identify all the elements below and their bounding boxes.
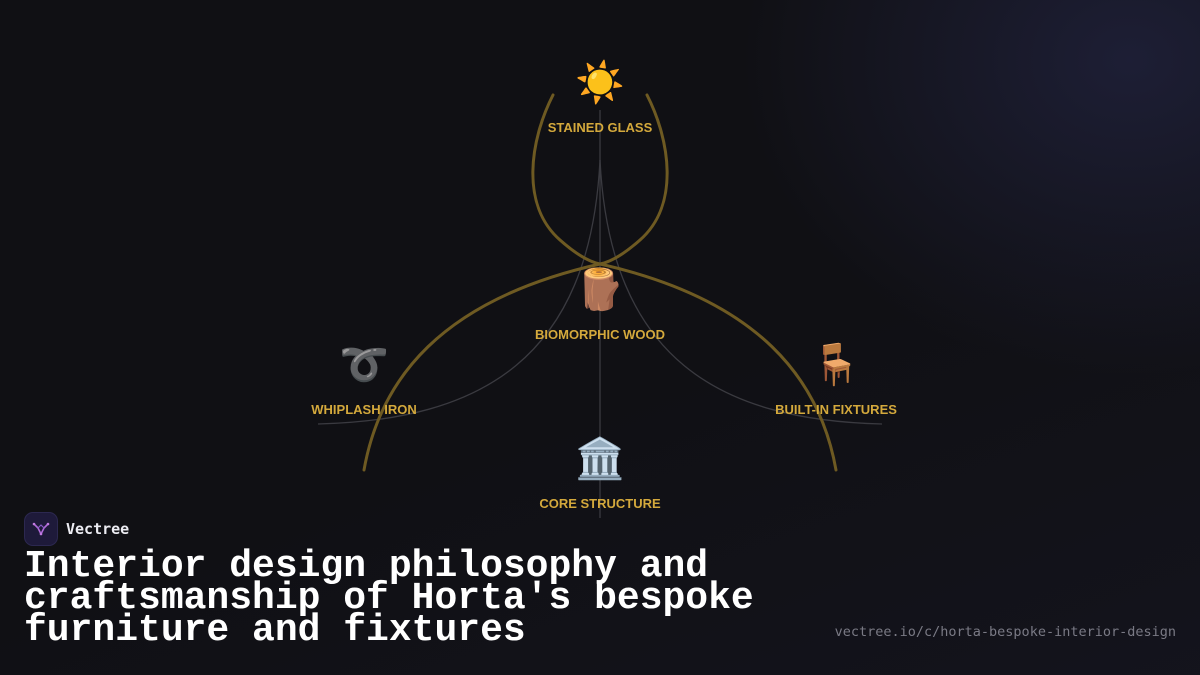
classical-building-icon: 🏛️ bbox=[575, 435, 625, 482]
node-biomorphic-wood[interactable]: 🪵 BIOMORPHIC WOOD bbox=[535, 266, 665, 342]
wood-log-icon: 🪵 bbox=[575, 266, 625, 313]
page-url[interactable]: vectree.io/c/horta-bespoke-interior-desi… bbox=[834, 624, 1176, 640]
concept-diagram: ☀️ STAINED GLASS 🪵 BIOMORPHIC WOOD ➰ WHI… bbox=[311, 58, 897, 518]
curly-loop-icon: ➰ bbox=[339, 342, 389, 388]
node-label: BUILT-IN FIXTURES bbox=[775, 402, 897, 417]
chair-icon: 🪑 bbox=[811, 341, 861, 388]
arc-right-sweep bbox=[598, 262, 838, 472]
brand[interactable]: Vectree bbox=[24, 512, 129, 546]
node-whiplash-iron[interactable]: ➰ WHIPLASH IRON bbox=[311, 342, 416, 417]
node-stained-glass[interactable]: ☀️ STAINED GLASS bbox=[548, 58, 653, 135]
page-title: Interior design philosophy and craftsman… bbox=[24, 545, 754, 652]
sun-icon: ☀️ bbox=[575, 58, 625, 106]
node-core-structure[interactable]: 🏛️ CORE STRUCTURE bbox=[539, 435, 661, 511]
node-built-in-fixtures[interactable]: 🪑 BUILT-IN FIXTURES bbox=[775, 341, 897, 417]
organic-arcs bbox=[362, 93, 838, 472]
node-label: BIOMORPHIC WOOD bbox=[535, 327, 665, 342]
vectree-logo-icon bbox=[24, 512, 58, 546]
arc-left-sweep bbox=[362, 262, 602, 472]
thread-right bbox=[599, 159, 883, 425]
node-label: CORE STRUCTURE bbox=[539, 496, 661, 511]
node-label: WHIPLASH IRON bbox=[311, 402, 416, 417]
thread-left bbox=[317, 159, 601, 425]
node-label: STAINED GLASS bbox=[548, 120, 653, 135]
brand-name: Vectree bbox=[66, 520, 130, 538]
connector-threads bbox=[317, 110, 883, 518]
